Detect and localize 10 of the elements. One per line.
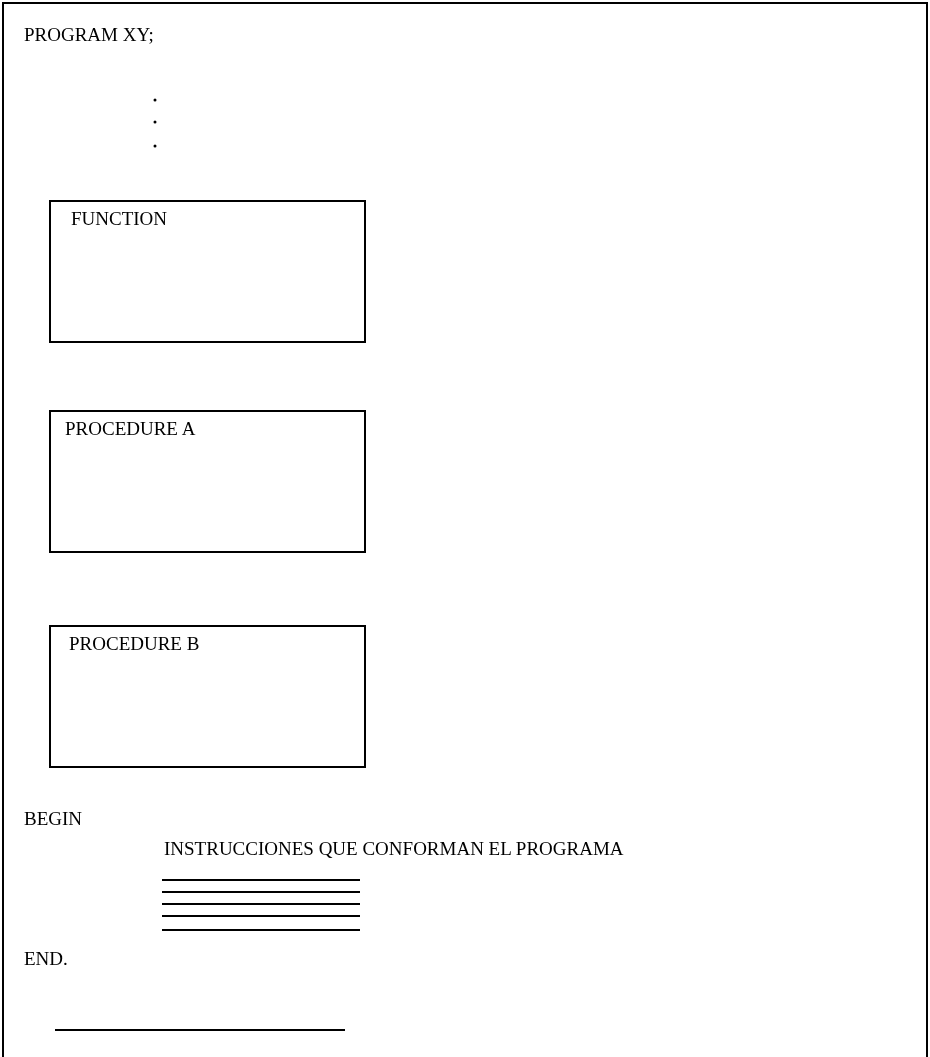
keyword-text: PROGRAM XY; (24, 24, 154, 46)
procedure-box (49, 410, 366, 553)
keyword-text: BEGIN (24, 808, 83, 830)
heading-text: PROCEDURE A (65, 418, 196, 440)
function-box (49, 200, 366, 343)
keyword-text: END. (24, 948, 68, 970)
body-text: INSTRUCCIONES QUE CONFORMAN EL PROGRAMA (164, 838, 624, 860)
heading-text: PROCEDURE B (69, 633, 200, 655)
procedure-box (49, 625, 366, 768)
heading-text: FUNCTION (71, 208, 168, 230)
